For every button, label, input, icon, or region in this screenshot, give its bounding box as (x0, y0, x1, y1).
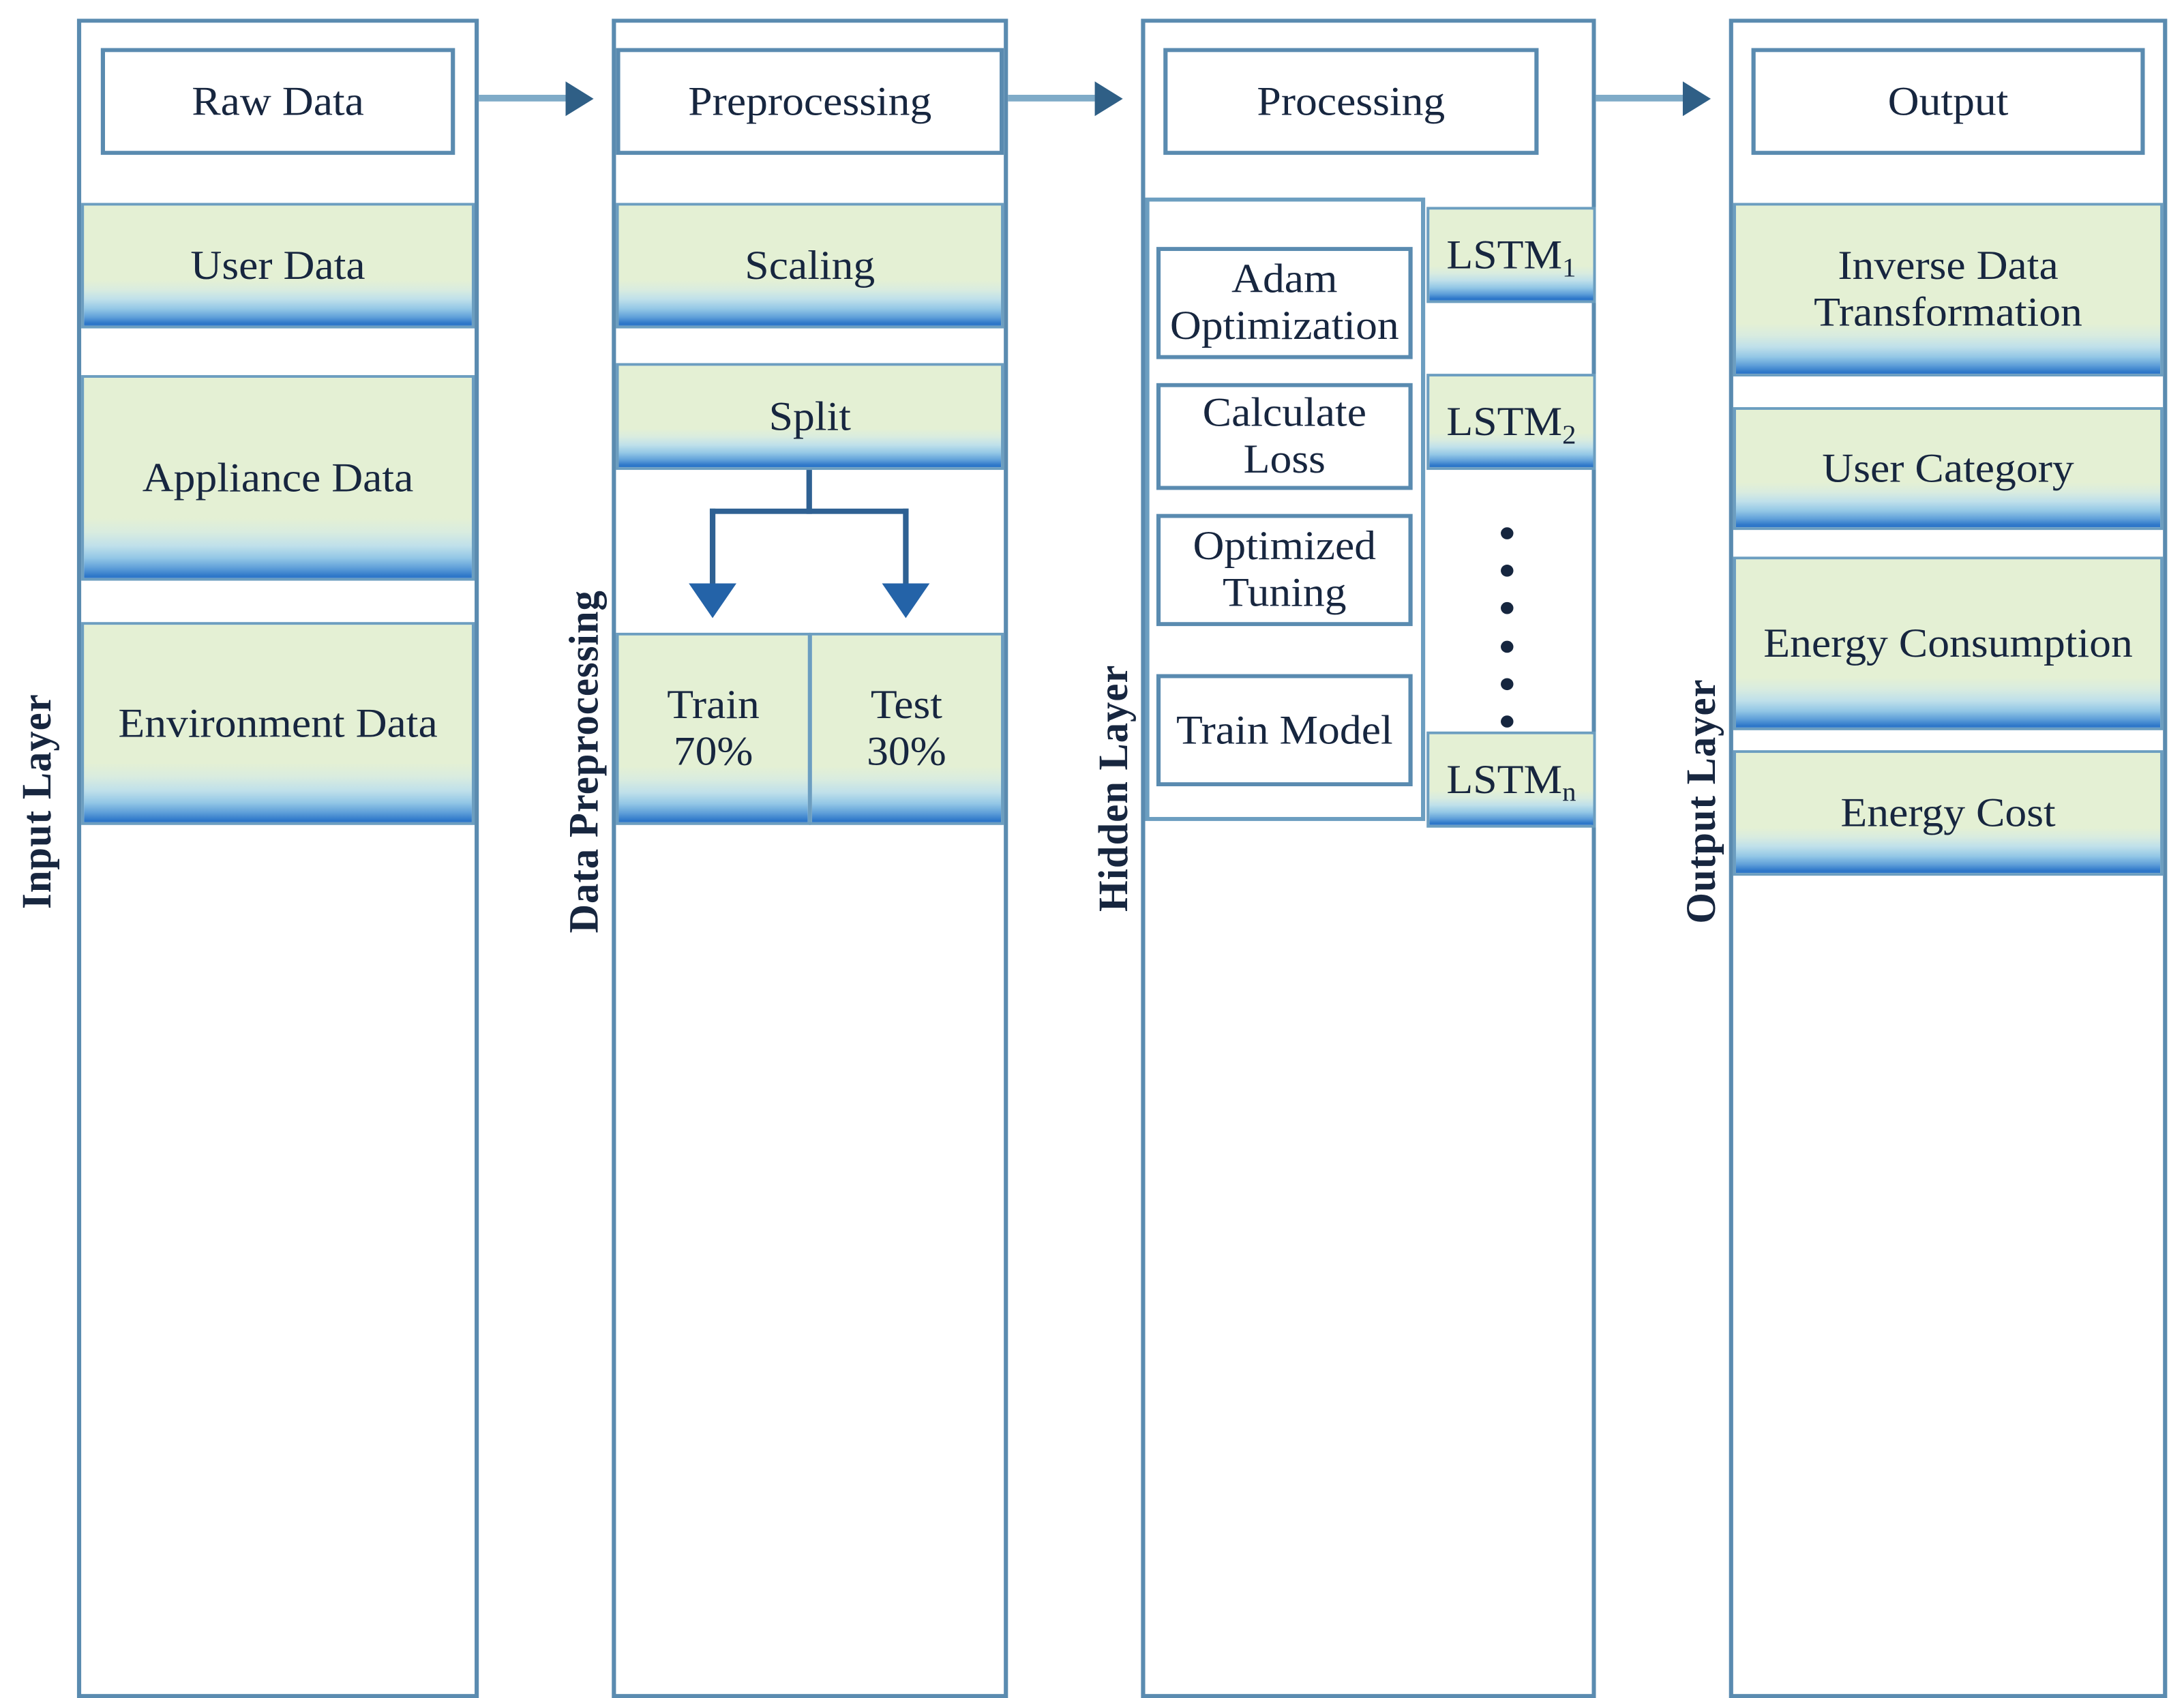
split-output-train[interactable]: Train 70% (616, 632, 811, 825)
connector-preprocessing-to-hidden-arrowhead (1094, 81, 1123, 117)
output-layer-side-label: Output Layer (1678, 678, 1725, 924)
output-item-energy-cost[interactable]: Energy Cost (1733, 750, 2164, 876)
input-item-appliance-data[interactable]: Appliance Data (81, 375, 475, 581)
split-branch-right-arrowhead (882, 583, 930, 619)
hidden-layer-header-box[interactable]: Processing (1163, 48, 1539, 155)
hidden-step-train-model[interactable]: Train Model (1156, 674, 1413, 787)
connector-hidden-to-output-arrowhead (1682, 81, 1711, 117)
lstm-ellipsis-dots (1498, 527, 1515, 728)
preprocessing-item-scaling[interactable]: Scaling (616, 203, 1004, 329)
lstm-unit-2-label: LSTM2 (1446, 397, 1576, 449)
input-layer-side-label: Input Layer (14, 693, 61, 909)
output-item-user-category[interactable]: User Category (1733, 407, 2164, 531)
split-output-test[interactable]: Test 30% (809, 632, 1004, 825)
output-item-inverse-data-transformation[interactable]: Inverse Data Transformation (1733, 203, 2164, 377)
preprocessing-header-box[interactable]: Preprocessing (616, 48, 1004, 155)
connector-input-to-preprocessing-line (479, 94, 566, 102)
connector-hidden-to-output-line (1596, 94, 1683, 102)
split-branch-left-arrowhead (689, 583, 736, 619)
lstm-unit-1-label: LSTM1 (1446, 230, 1576, 283)
input-item-user-data[interactable]: User Data (81, 203, 475, 329)
lstm-unit-n-label: LSTMn (1446, 755, 1576, 807)
output-item-energy-consumption[interactable]: Energy Consumption (1733, 556, 2164, 730)
hidden-step-calculate-loss[interactable]: Calculate Loss (1156, 383, 1413, 490)
lstm-unit-1[interactable]: LSTM1 (1426, 207, 1596, 303)
preprocessing-item-split[interactable]: Split (616, 363, 1004, 471)
split-branch-left-drop (709, 508, 716, 589)
lstm-unit-n[interactable]: LSTMn (1426, 731, 1596, 828)
preprocessing-layer-side-label: Data Preprocessing (561, 589, 608, 933)
hidden-step-optimized-tuning[interactable]: Optimized Tuning (1156, 513, 1413, 627)
diagram-canvas: Input Layer Raw Data User Data Appliance… (14, 18, 2168, 1698)
connector-input-to-preprocessing-arrowhead (565, 81, 594, 117)
output-layer-header-box[interactable]: Output (1751, 48, 2145, 155)
hidden-layer-side-label: Hidden Layer (1090, 664, 1137, 912)
split-branch-right-drop (903, 508, 909, 589)
split-branch-crossbar (709, 508, 909, 514)
split-branch-stem (806, 470, 812, 514)
connector-preprocessing-to-hidden-line (1008, 94, 1095, 102)
lstm-unit-2[interactable]: LSTM2 (1426, 374, 1596, 471)
input-layer-header-box[interactable]: Raw Data (100, 48, 455, 155)
hidden-step-adam-optimization[interactable]: Adam Optimization (1156, 247, 1413, 359)
input-item-environment-data[interactable]: Environment Data (81, 622, 475, 825)
